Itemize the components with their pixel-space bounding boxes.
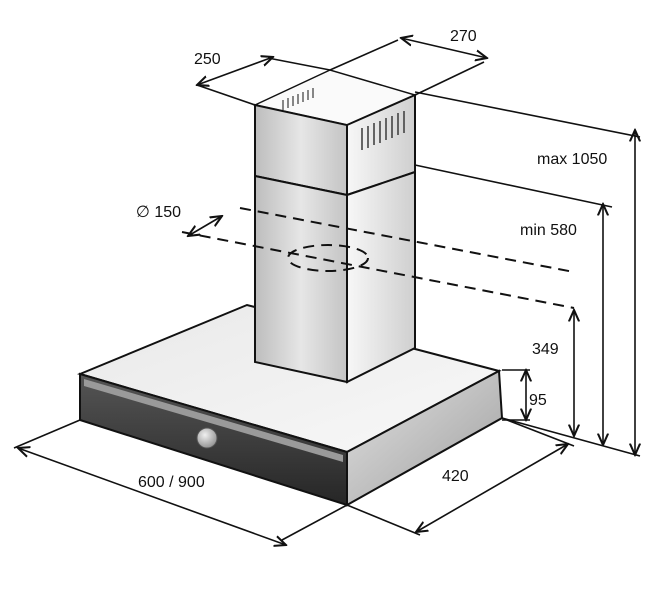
- label-chimney-width: 270: [450, 28, 477, 45]
- duct-opening: [287, 244, 369, 272]
- label-hood-height: 95: [529, 392, 547, 409]
- duct-outline: [181, 207, 575, 309]
- label-min-height: min 580: [520, 222, 577, 239]
- label-chimney-depth: 250: [194, 51, 221, 68]
- label-outlet-height: 349: [532, 341, 559, 358]
- hood-base: [76, 303, 504, 507]
- dimension-lines: [13, 38, 640, 545]
- label-max-height: max 1050: [537, 151, 607, 168]
- label-duct-diameter: ∅ 150: [136, 204, 181, 221]
- label-hood-depth: 420: [442, 468, 469, 485]
- control-knob-icon: [196, 427, 218, 449]
- vent-slots-left-icon: [282, 88, 314, 110]
- label-hood-width: 600 / 900: [138, 474, 205, 491]
- vent-slots-right-icon: [361, 111, 405, 150]
- lower-chimney-front: [254, 174, 348, 384]
- hood-front-edge: [84, 379, 343, 462]
- chimney: [252, 69, 418, 384]
- dimension-labels: 250 270 ∅ 150 max 1050 min 580 349 95 60…: [136, 28, 607, 491]
- lower-chimney-side: [346, 170, 416, 384]
